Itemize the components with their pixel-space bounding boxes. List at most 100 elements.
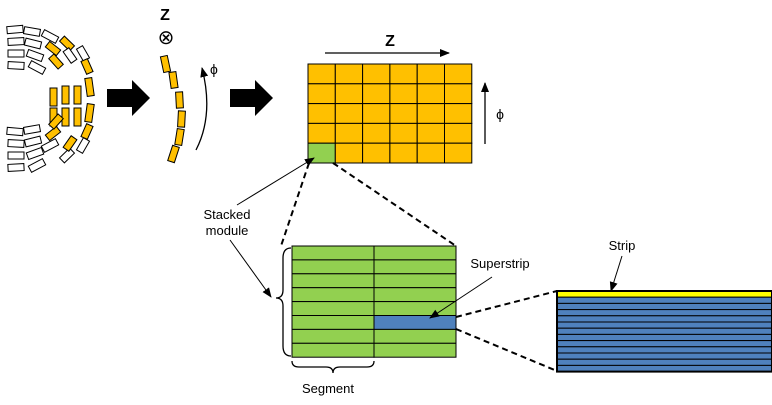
- barrel-module: [23, 135, 43, 148]
- segment-cell: [291, 287, 375, 303]
- superstrip-cell: [373, 315, 457, 330]
- barrel-module: [84, 103, 95, 123]
- module-cell: [389, 63, 418, 85]
- module-cell: [444, 83, 473, 105]
- ladder-module: [174, 127, 185, 147]
- module-cell: [334, 142, 364, 164]
- barrel-module: [75, 137, 91, 154]
- module-grid-green: [291, 245, 457, 358]
- barrel-module: [62, 47, 78, 64]
- ladder-module: [175, 91, 184, 109]
- detector-barrel-crosssection: [6, 24, 95, 174]
- strip-label: Strip: [609, 238, 636, 253]
- phi-curved-arrow: [195, 67, 209, 151]
- barrel-module: [6, 126, 24, 137]
- module-cell: [389, 142, 418, 164]
- segment-cell: [291, 273, 375, 289]
- barrel-module: [73, 107, 82, 127]
- strip: [556, 296, 772, 304]
- strip: [556, 302, 772, 311]
- barrel-module: [48, 113, 64, 130]
- module-cell: [416, 142, 446, 164]
- segment-label: Segment: [302, 381, 354, 396]
- module-cell: [362, 142, 391, 164]
- barrel-module: [73, 85, 82, 105]
- strip: [556, 333, 772, 342]
- module-cell: [389, 83, 418, 105]
- big-arrow-2: [230, 80, 273, 116]
- barrel-module: [7, 49, 25, 58]
- phi-label-right: ϕ: [496, 106, 504, 122]
- barrel-module: [23, 37, 43, 50]
- barrel-module: [61, 85, 70, 105]
- strip: [556, 315, 772, 323]
- barrel-module: [7, 61, 25, 70]
- module-cell: [444, 122, 473, 144]
- zoom-line-strip-bottom: [455, 328, 558, 372]
- module-cell: [416, 63, 446, 85]
- module-cell: [444, 103, 473, 124]
- barrel-module: [49, 87, 58, 107]
- barrel-module: [62, 135, 78, 152]
- module-cell: [389, 103, 418, 124]
- stacked-module-label-1: Stacked: [204, 207, 251, 222]
- segment-cell: [373, 273, 457, 289]
- strip: [556, 327, 772, 335]
- segment-cell: [373, 287, 457, 303]
- module-cell: [334, 122, 364, 144]
- superstrip-pointer: [429, 276, 493, 319]
- module-cell: [416, 103, 446, 124]
- segment-cell: [291, 245, 375, 261]
- barrel-module: [7, 139, 25, 148]
- ladder-module: [159, 54, 172, 74]
- strip: [556, 309, 772, 317]
- brace-pointer: [229, 239, 272, 298]
- strip-stack: [556, 290, 772, 373]
- ladder-module: [167, 144, 180, 164]
- barrel-module: [48, 53, 64, 70]
- strip: [556, 358, 772, 366]
- stacked-module-cell: [307, 142, 336, 164]
- barrel-module: [40, 28, 60, 45]
- barrel-module: [6, 24, 24, 35]
- barrel-module: [58, 147, 76, 164]
- barrel-module: [84, 77, 95, 97]
- segment-cell: [373, 245, 457, 261]
- segment-cell: [291, 328, 375, 344]
- stacked-module-label-2: module: [206, 223, 249, 238]
- barrel-module: [25, 48, 45, 63]
- module-cell: [362, 83, 391, 105]
- barrel-module: [25, 146, 45, 161]
- stacked-module-pointer: [236, 157, 315, 206]
- strip-stack-border: [556, 290, 772, 373]
- segment-cell: [373, 342, 457, 358]
- barrel-module: [80, 58, 94, 75]
- segment-cell: [373, 259, 457, 275]
- module-cell: [389, 122, 418, 144]
- module-cell: [334, 103, 364, 124]
- barrel-module: [61, 107, 70, 127]
- segment-cell: [373, 328, 457, 344]
- z-label-side: Z: [160, 7, 170, 24]
- module-cell: [416, 122, 446, 144]
- module-cell: [362, 122, 391, 144]
- module-cell: [334, 63, 364, 85]
- strip: [556, 346, 772, 354]
- zoom-line-right: [332, 162, 457, 247]
- barrel-module: [7, 163, 25, 172]
- barrel-module: [7, 151, 25, 160]
- module-grid-orange: [307, 63, 473, 164]
- strip: [556, 352, 772, 360]
- module-cell: [444, 142, 473, 164]
- segment-cell: [291, 342, 375, 358]
- module-cell: [444, 63, 473, 85]
- module-brace: [275, 247, 292, 357]
- barrel-module: [7, 37, 25, 46]
- big-arrow-1: [107, 80, 150, 116]
- module-cell: [307, 63, 336, 85]
- barrel-module: [40, 137, 60, 154]
- barrel-module: [27, 59, 47, 76]
- zoom-line-left: [280, 162, 310, 247]
- segment-cell: [291, 259, 375, 275]
